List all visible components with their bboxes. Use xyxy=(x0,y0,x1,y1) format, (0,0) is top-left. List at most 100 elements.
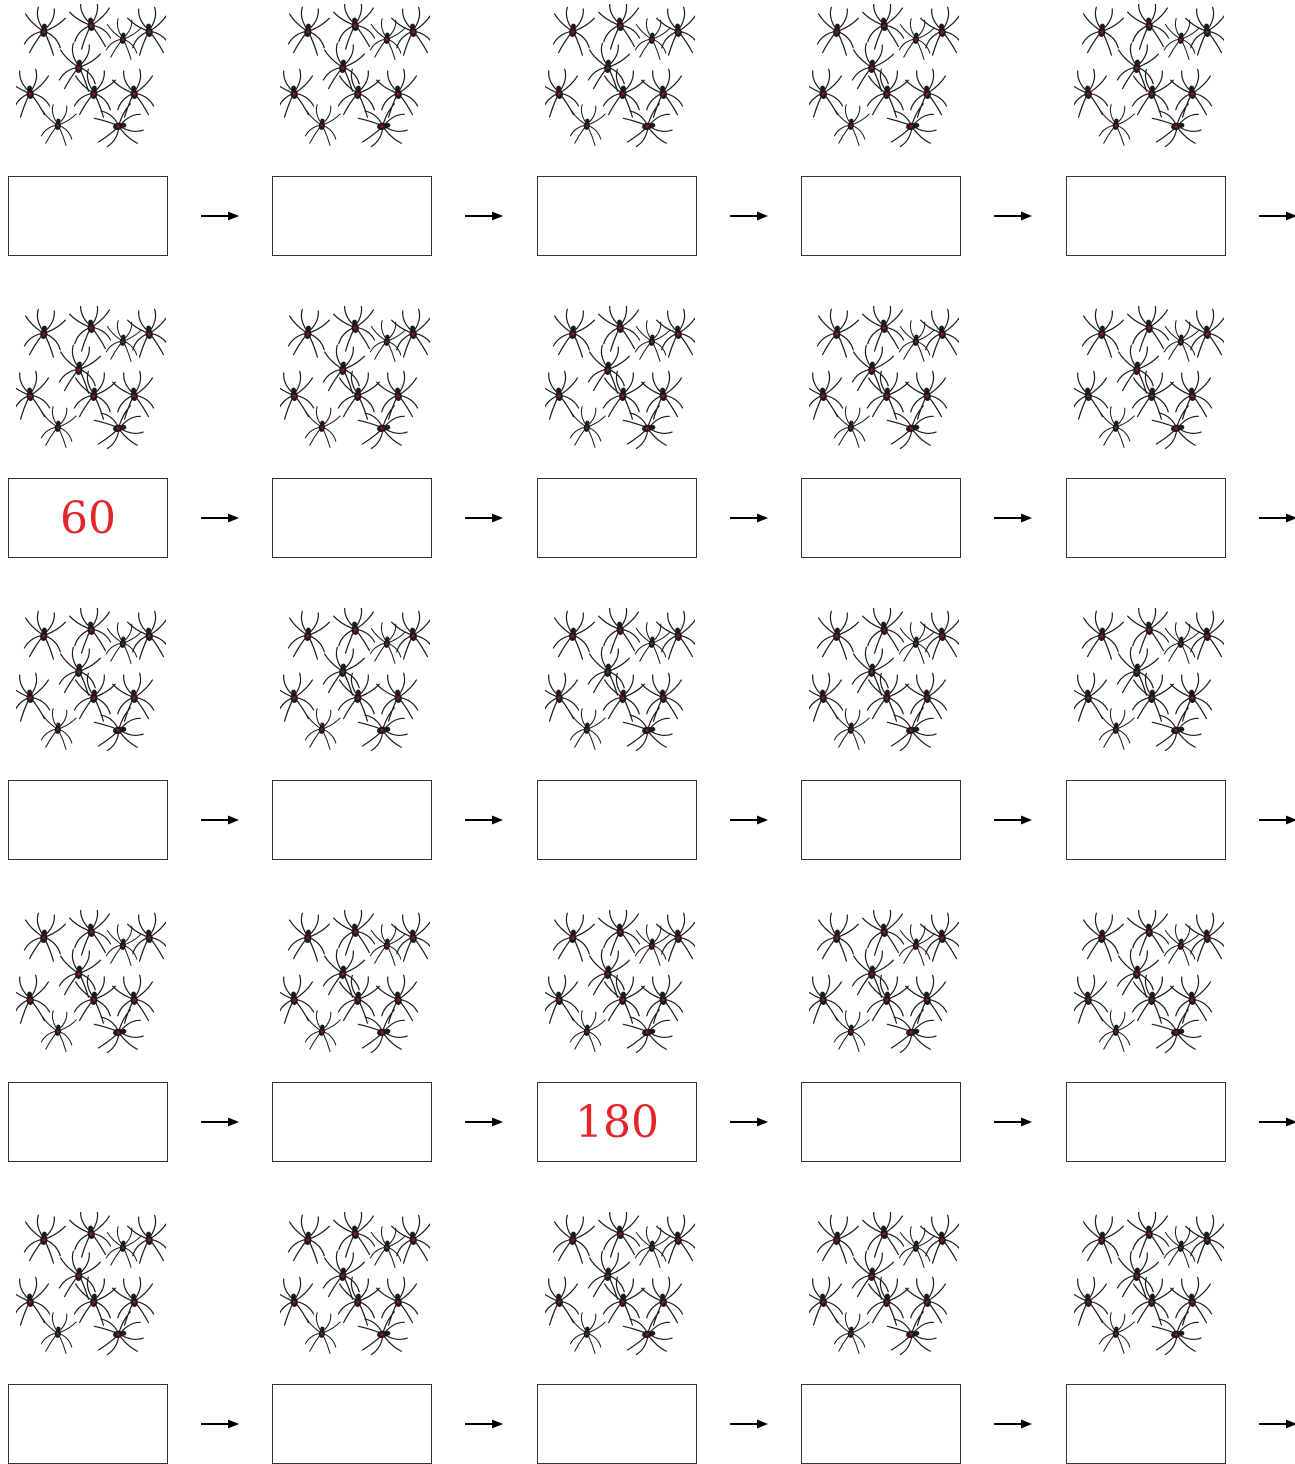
spider-icon xyxy=(287,1214,330,1264)
spider-icon xyxy=(905,68,948,118)
spider-icon xyxy=(656,1214,695,1264)
answer-box[interactable] xyxy=(8,1384,168,1464)
spider-icon xyxy=(569,708,606,750)
spider-icon xyxy=(23,308,66,358)
spider-cluster-icon xyxy=(545,4,695,148)
spider-cluster-icon xyxy=(280,608,430,752)
spider-icon xyxy=(569,406,606,448)
spider-icon xyxy=(898,924,935,966)
spider-icon xyxy=(816,912,859,962)
spider-icon xyxy=(602,1276,645,1326)
spider-icon xyxy=(634,622,671,664)
spider-icon xyxy=(545,672,580,722)
answer-box[interactable] xyxy=(801,1384,961,1464)
spider-icon xyxy=(851,1250,894,1300)
right-arrow-icon xyxy=(730,211,768,221)
spider-icon xyxy=(287,912,330,962)
spider-icon xyxy=(23,6,66,56)
answer-box[interactable] xyxy=(1066,780,1226,860)
spider-icon xyxy=(280,974,315,1024)
spider-icon xyxy=(622,103,673,148)
right-arrow-icon xyxy=(201,211,239,221)
answer-box[interactable] xyxy=(8,780,168,860)
spider-icon xyxy=(58,344,101,394)
answer-box[interactable]: 180 xyxy=(537,1082,697,1162)
spider-icon xyxy=(1131,672,1174,722)
spider-icon xyxy=(833,1010,870,1052)
answer-box[interactable] xyxy=(537,478,697,558)
spider-icon xyxy=(322,1250,365,1300)
spider-icon xyxy=(93,103,144,148)
spider-icon xyxy=(1116,646,1159,696)
spider-icon xyxy=(851,948,894,998)
spider-icon xyxy=(40,1312,77,1354)
spider-icon xyxy=(833,708,870,750)
right-arrow-icon xyxy=(465,1117,503,1127)
spider-icon xyxy=(1074,672,1109,722)
spider-cluster-icon xyxy=(16,1212,166,1356)
spider-icon xyxy=(93,1311,144,1356)
spider-icon xyxy=(1163,1226,1200,1268)
answer-box[interactable] xyxy=(801,780,961,860)
right-arrow-icon xyxy=(201,815,239,825)
spider-icon xyxy=(552,6,595,56)
spider-icon xyxy=(337,974,380,1024)
spider-icon xyxy=(58,948,101,998)
answer-box[interactable] xyxy=(537,780,697,860)
answer-box[interactable] xyxy=(8,176,168,256)
answer-box[interactable] xyxy=(272,1384,432,1464)
spider-icon xyxy=(816,1214,859,1264)
spider-icon xyxy=(1098,1312,1135,1354)
spider-icon xyxy=(552,912,595,962)
spider-icon xyxy=(304,1010,341,1052)
spider-icon xyxy=(862,4,905,50)
spider-icon xyxy=(333,910,376,956)
answer-box[interactable] xyxy=(1066,1082,1226,1162)
answer-box[interactable] xyxy=(1066,478,1226,558)
answer-box[interactable]: 60 xyxy=(8,478,168,558)
answer-box[interactable] xyxy=(8,1082,168,1162)
answer-box[interactable] xyxy=(272,176,432,256)
spider-icon xyxy=(886,405,937,450)
spider-cluster-icon xyxy=(16,608,166,752)
spider-cluster-icon xyxy=(280,4,430,148)
answer-box[interactable] xyxy=(801,176,961,256)
spider-icon xyxy=(1131,1276,1174,1326)
answer-box[interactable] xyxy=(272,1082,432,1162)
answer-box[interactable] xyxy=(272,780,432,860)
spider-icon xyxy=(656,308,695,358)
spider-icon xyxy=(886,1009,937,1054)
spider-icon xyxy=(1116,1250,1159,1300)
spider-icon xyxy=(1098,708,1135,750)
spider-icon xyxy=(287,6,330,56)
right-arrow-icon xyxy=(730,513,768,523)
spider-icon xyxy=(598,910,641,956)
spider-icon xyxy=(357,1009,408,1054)
spider-icon xyxy=(866,1276,909,1326)
answer-box[interactable] xyxy=(1066,176,1226,256)
answer-box[interactable] xyxy=(537,176,697,256)
spider-icon xyxy=(112,974,155,1024)
spider-icon xyxy=(905,1276,948,1326)
spider-icon xyxy=(369,1226,406,1268)
spider-icon xyxy=(391,912,430,962)
spider-icon xyxy=(1116,42,1159,92)
spider-icon xyxy=(73,974,116,1024)
spider-icon xyxy=(602,672,645,722)
answer-box[interactable] xyxy=(801,478,961,558)
spider-icon xyxy=(357,1311,408,1356)
spider-icon xyxy=(1116,344,1159,394)
spider-icon xyxy=(851,344,894,394)
right-arrow-icon xyxy=(1259,815,1295,825)
answer-box[interactable] xyxy=(1066,1384,1226,1464)
answer-box[interactable] xyxy=(272,478,432,558)
spider-icon xyxy=(73,1276,116,1326)
spider-icon xyxy=(545,370,580,420)
spider-icon xyxy=(1151,707,1202,752)
answer-box[interactable] xyxy=(801,1082,961,1162)
spider-cluster-icon xyxy=(16,4,166,148)
spider-icon xyxy=(58,42,101,92)
answer-box[interactable] xyxy=(537,1384,697,1464)
spider-icon xyxy=(287,610,330,660)
spider-icon xyxy=(322,948,365,998)
